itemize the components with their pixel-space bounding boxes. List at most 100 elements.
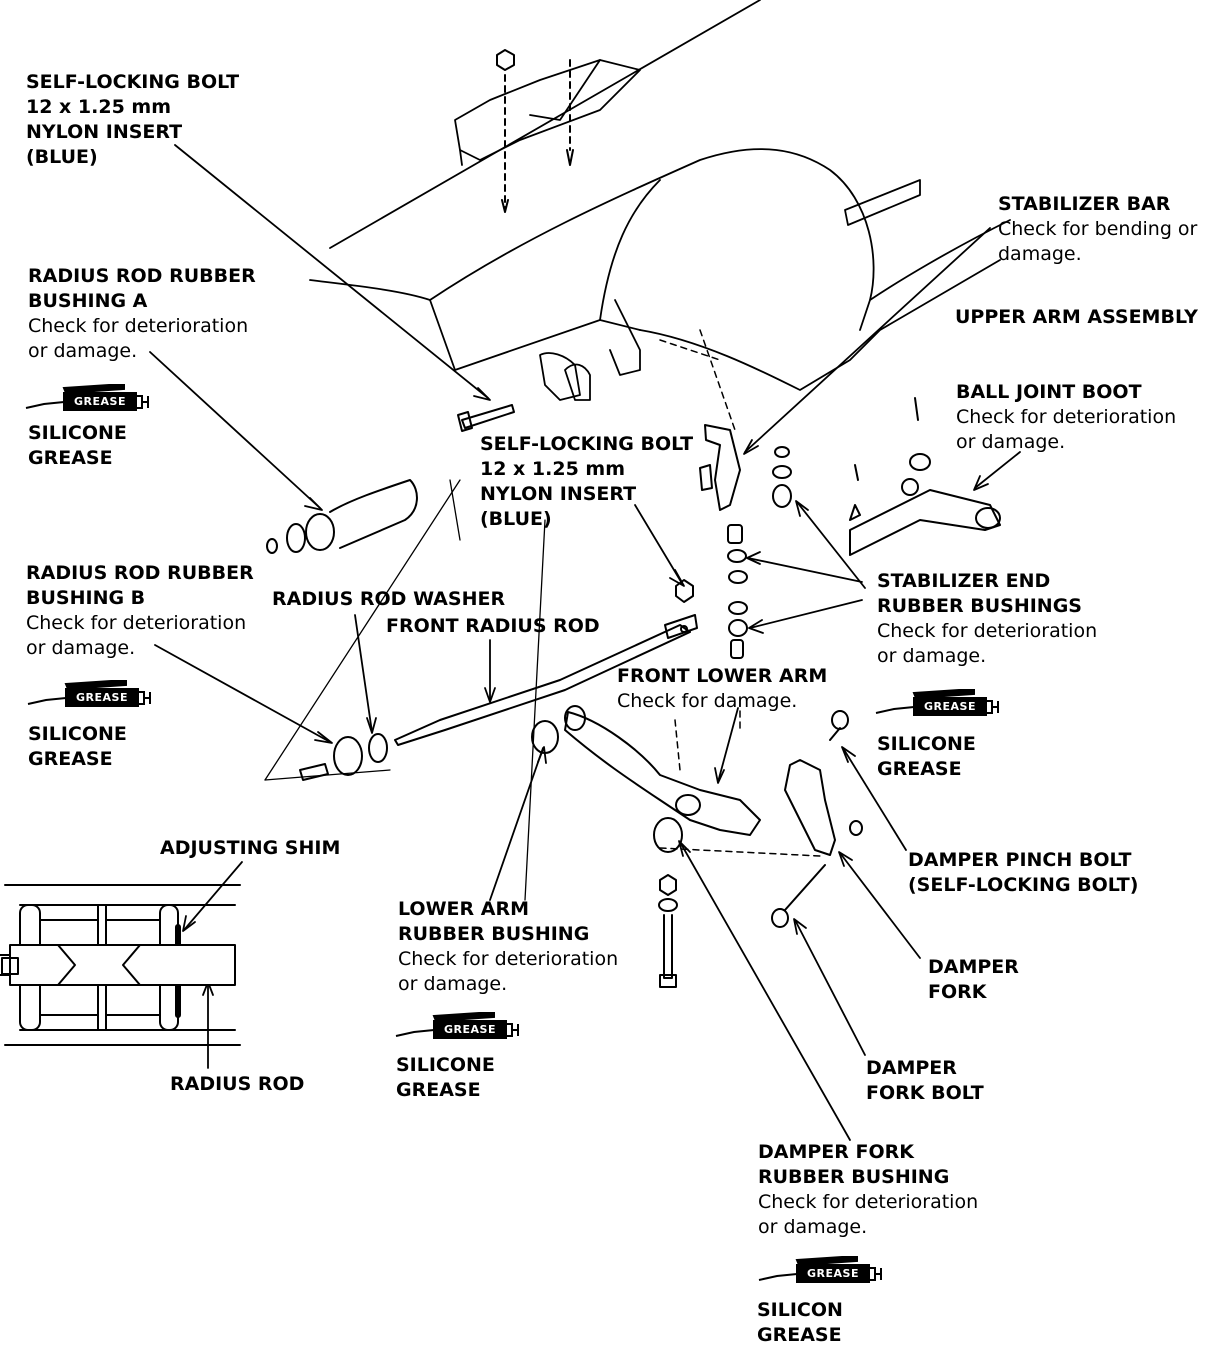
- grease-tag: GREASE: [66, 689, 138, 706]
- callout-note: Check for deterioration: [956, 406, 1177, 428]
- callout-damper-pinch-bolt: DAMPER PINCH BOLT (SELF-LOCKING BOLT): [908, 848, 1138, 898]
- callout-note: Check for deterioration: [26, 612, 247, 634]
- leader-lines: [149, 144, 1021, 1141]
- callout-note: or damage.: [956, 431, 1066, 453]
- guide-lines: [659, 329, 821, 857]
- grease-gun-icon: GREASE: [26, 678, 156, 714]
- callout-line: FORK: [928, 981, 987, 1003]
- silicon-grease-caption: SILICON GREASE: [757, 1298, 843, 1348]
- caption-line: SILICONE: [28, 723, 127, 745]
- damper-fork: [771, 710, 863, 928]
- callout-line: (BLUE): [480, 508, 552, 530]
- callout-radius-rod-detail: RADIUS ROD: [170, 1072, 304, 1097]
- callout-line: RADIUS ROD: [170, 1073, 305, 1095]
- callout-ball-joint-boot: BALL JOINT BOOT Check for deterioration …: [956, 380, 1176, 455]
- stabilizer-end-bushings: [727, 446, 792, 659]
- self-locking-bolt-top: [457, 404, 515, 432]
- callout-line: NYLON INSERT: [26, 121, 183, 143]
- callout-line: DAMPER FORK: [758, 1141, 915, 1163]
- callout-note: or damage.: [398, 973, 508, 995]
- callout-stabilizer-end-bushings: STABILIZER END RUBBER BUSHINGS Check for…: [877, 569, 1097, 669]
- callout-upper-arm-assembly: UPPER ARM ASSEMBLY: [955, 305, 1198, 330]
- callout-line: RADIUS ROD RUBBER: [26, 562, 254, 584]
- self-locking-bolt-mid: [675, 579, 694, 603]
- callout-note: or damage.: [26, 637, 136, 659]
- grease-gun-icon: GREASE: [757, 1254, 887, 1290]
- callout-line: RUBBER BUSHINGS: [877, 595, 1082, 617]
- radius-rod-bushing-a: [266, 479, 418, 554]
- callout-self-locking-bolt-top: SELF-LOCKING BOLT 12 x 1.25 mm NYLON INS…: [26, 70, 239, 170]
- stabilizer-bar: [699, 424, 741, 511]
- silicone-grease-caption: SILICONE GREASE: [877, 732, 976, 782]
- grease-tag: GREASE: [434, 1021, 506, 1038]
- callout-line: DAMPER: [866, 1057, 957, 1079]
- caption-line: GREASE: [877, 758, 962, 780]
- silicone-grease-caption: SILICONE GREASE: [28, 722, 127, 772]
- callout-line: STABILIZER BAR: [998, 193, 1171, 215]
- callout-line: NYLON INSERT: [480, 483, 637, 505]
- silicone-grease-caption: SILICONE GREASE: [28, 421, 127, 471]
- callout-front-lower-arm: FRONT LOWER ARM Check for damage.: [617, 664, 827, 714]
- top-mount-nut: [496, 49, 574, 213]
- callout-note: Check for damage.: [617, 690, 798, 712]
- callout-line: 12 x 1.25 mm: [26, 96, 172, 118]
- callout-line: 12 x 1.25 mm: [480, 458, 626, 480]
- callout-line: LOWER ARM: [398, 898, 530, 920]
- callout-line: (BLUE): [26, 146, 98, 168]
- grease-gun-icon: GREASE: [394, 1010, 524, 1046]
- callout-line: RADIUS ROD WASHER: [272, 588, 506, 610]
- callout-note: Check for deterioration: [398, 948, 619, 970]
- callout-line: BALL JOINT BOOT: [956, 381, 1142, 403]
- lower-bolt-stack: [658, 874, 678, 988]
- caption-line: SILICONE: [28, 422, 127, 444]
- front-radius-rod: [394, 614, 698, 746]
- caption-line: SILICONE: [396, 1054, 495, 1076]
- caption-line: GREASE: [28, 447, 113, 469]
- callout-line: FRONT LOWER ARM: [617, 665, 828, 687]
- callout-line: RUBBER BUSHING: [398, 923, 590, 945]
- adjusting-shim-detail: [0, 884, 241, 1046]
- caption-line: SILICON: [757, 1299, 843, 1321]
- callout-line: SELF-LOCKING BOLT: [480, 433, 694, 455]
- callout-note: or damage.: [758, 1216, 868, 1238]
- callout-line: SELF-LOCKING BOLT: [26, 71, 240, 93]
- callout-line: UPPER ARM ASSEMBLY: [955, 306, 1198, 328]
- callout-damper-fork-bushing: DAMPER FORK RUBBER BUSHING Check for det…: [758, 1140, 978, 1240]
- callout-self-locking-bolt-mid: SELF-LOCKING BOLT 12 x 1.25 mm NYLON INS…: [480, 432, 693, 532]
- callout-line: FORK BOLT: [866, 1082, 984, 1104]
- caption-line: GREASE: [757, 1324, 842, 1346]
- grease-tag: GREASE: [797, 1265, 869, 1282]
- callout-radius-rod-washer: RADIUS ROD WASHER: [272, 587, 505, 612]
- car-body: [309, 0, 1011, 401]
- callout-note: Check for deterioration: [877, 620, 1098, 642]
- callout-line: BUSHING B: [26, 587, 146, 609]
- callout-note: Check for deterioration: [28, 315, 249, 337]
- callout-stabilizer-bar: STABILIZER BAR Check for bending or dama…: [998, 192, 1197, 267]
- callout-lower-arm-bushing: LOWER ARM RUBBER BUSHING Check for deter…: [398, 897, 618, 997]
- caption-line: SILICONE: [877, 733, 976, 755]
- caption-line: GREASE: [396, 1079, 481, 1101]
- grease-tag: GREASE: [64, 393, 136, 410]
- callout-line: RUBBER BUSHING: [758, 1166, 950, 1188]
- callout-line: ADJUSTING SHIM: [160, 837, 341, 859]
- front-lower-arm: [531, 705, 761, 853]
- grease-gun-icon: GREASE: [24, 382, 154, 418]
- construction-lines: [264, 479, 546, 901]
- callout-note: or damage.: [877, 645, 987, 667]
- callout-line: DAMPER: [928, 956, 1019, 978]
- callout-line: RADIUS ROD RUBBER: [28, 265, 256, 287]
- callout-radius-rod-bushing-b: RADIUS ROD RUBBER BUSHING B Check for de…: [26, 561, 254, 661]
- grease-gun-icon: GREASE: [874, 687, 1004, 723]
- caption-line: GREASE: [28, 748, 113, 770]
- callout-damper-fork: DAMPER FORK: [928, 955, 1019, 1005]
- callout-damper-fork-bolt: DAMPER FORK BOLT: [866, 1056, 984, 1106]
- callout-line: BUSHING A: [28, 290, 148, 312]
- upper-arm-assembly: [849, 397, 1001, 556]
- callout-line: DAMPER PINCH BOLT: [908, 849, 1132, 871]
- callout-note: Check for deterioration: [758, 1191, 979, 1213]
- callout-radius-rod-bushing-a: RADIUS ROD RUBBER BUSHING A Check for de…: [28, 264, 256, 364]
- callout-note: damage.: [998, 243, 1082, 265]
- callout-line: (SELF-LOCKING BOLT): [908, 874, 1139, 896]
- callout-front-radius-rod: FRONT RADIUS ROD: [386, 614, 600, 639]
